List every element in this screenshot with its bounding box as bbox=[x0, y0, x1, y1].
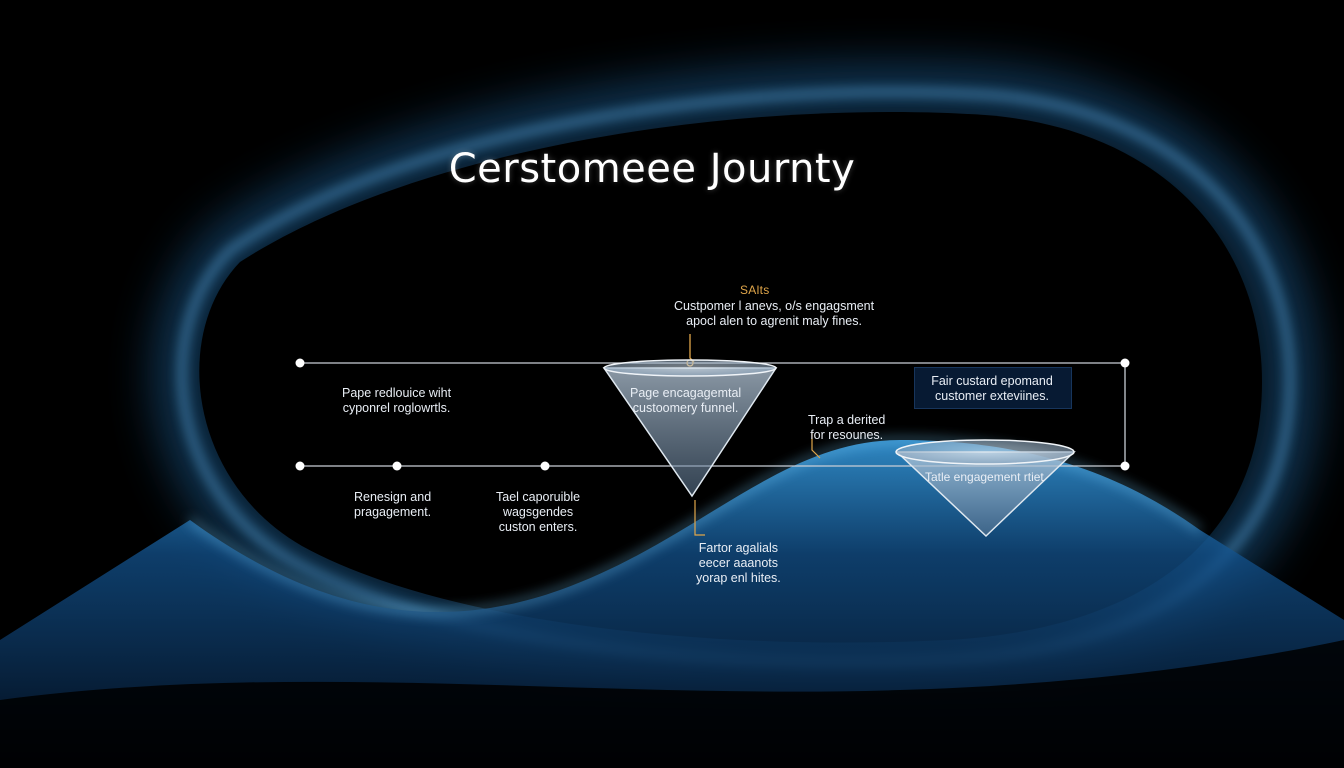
sales-line-2: apocl alen to agrenit maly fines. bbox=[686, 314, 862, 328]
highlight-box bbox=[914, 367, 1072, 409]
main-funnel-icon bbox=[602, 359, 778, 498]
sales-description: Custpomer l anevs, o/s engagsment apocl … bbox=[674, 299, 874, 329]
node-bottom-1 bbox=[295, 461, 305, 471]
sales-heading: SAlts bbox=[740, 283, 770, 297]
note-pointer bbox=[811, 433, 821, 459]
node-bottom-right bbox=[1120, 461, 1130, 471]
small-funnel-label: Tatle engagement rtiet bbox=[925, 470, 1044, 484]
note-label: Trap a derited for resounes. bbox=[808, 413, 886, 442]
node-top-right bbox=[1120, 358, 1130, 368]
node-top-left bbox=[295, 358, 305, 368]
bottom-label-1: Renesign and pragagement. bbox=[354, 490, 432, 519]
funnel-note-label: Fartor agalials eecer aaanots yorap enl … bbox=[696, 541, 781, 585]
node-bottom-3 bbox=[540, 461, 550, 471]
main-funnel-label: Page encagagemtal custoomery funnel. bbox=[630, 386, 742, 415]
right-box-label: Fair custard epomand customer exteviines… bbox=[931, 374, 1053, 403]
small-funnel-icon bbox=[895, 439, 1076, 538]
lower-wave bbox=[0, 437, 1344, 768]
page-title: Cerstomeee Journty bbox=[448, 146, 856, 192]
sales-line-1: Custpomer l anevs, o/s engagsment bbox=[674, 299, 875, 313]
node-bottom-2 bbox=[392, 461, 402, 471]
top-left-label: Pape redlouice wiht cyponrel roglowrtls. bbox=[342, 386, 452, 415]
bottom-label-2: Tael caporuible wagsgendes custon enters… bbox=[496, 490, 581, 534]
funnel-note-pointer bbox=[694, 500, 705, 536]
